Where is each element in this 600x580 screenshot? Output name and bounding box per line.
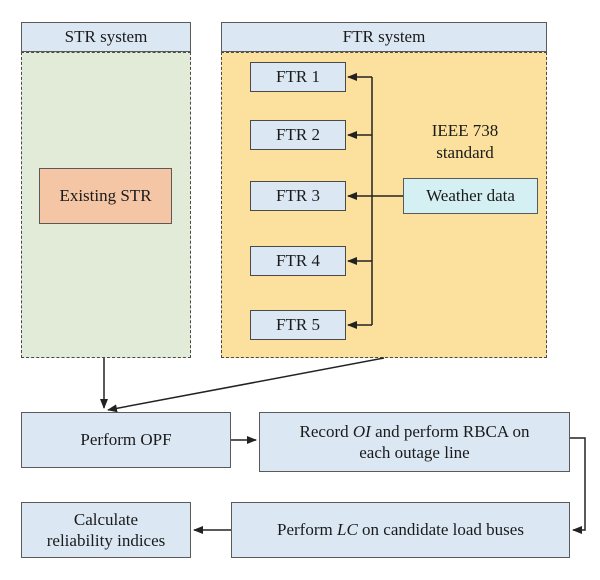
perform-opf-label: Perform OPF [80, 430, 172, 450]
ftr-box-4: FTR 4 [250, 246, 346, 276]
ftr-box-3-label: FTR 3 [276, 186, 320, 206]
ftr-box-2-label: FTR 2 [276, 125, 320, 145]
arrow-ftr-to-opf [107, 357, 385, 413]
ftr-box-2: FTR 2 [250, 120, 346, 150]
calculate-line1: Calculate [73, 509, 139, 529]
ieee-standard-line1: IEEE 738 [431, 120, 499, 140]
existing-str-label: Existing STR [59, 186, 152, 206]
ftr-box-3: FTR 3 [250, 181, 346, 211]
existing-str-box: Existing STR [39, 168, 172, 224]
perform-lc-label: Perform LC on candidate load buses [277, 520, 524, 540]
ftr-box-1: FTR 1 [250, 62, 346, 92]
weather-data-label: Weather data [426, 186, 515, 206]
ftr-system-header: FTR system [221, 22, 547, 52]
perform-opf-box: Perform OPF [21, 412, 231, 468]
ftr-system-title: FTR system [342, 27, 426, 46]
calculate-reliability-box: Calculate reliability indices [21, 502, 191, 558]
ieee-standard-label: IEEE 738 standard [405, 118, 525, 166]
record-oi-box: Record OI and perform RBCA on each outag… [259, 412, 570, 472]
ftr-box-4-label: FTR 4 [276, 251, 320, 271]
ftr-box-5: FTR 5 [250, 310, 346, 340]
ftr-box-1-label: FTR 1 [276, 67, 320, 87]
str-system-header: STR system [21, 22, 191, 52]
weather-data-box: Weather data [403, 178, 538, 214]
calculate-line2: reliability indices [46, 531, 166, 550]
ftr-box-5-label: FTR 5 [276, 315, 320, 335]
ieee-standard-line2: standard [436, 143, 494, 162]
record-oi-line2: each outage line [359, 443, 470, 462]
str-system-title: STR system [64, 27, 148, 46]
arrow-record-to-lc [570, 437, 586, 534]
perform-lc-box: Perform LC on candidate load buses [231, 502, 570, 558]
record-oi-line1: Record OI and perform RBCA on [299, 421, 530, 441]
